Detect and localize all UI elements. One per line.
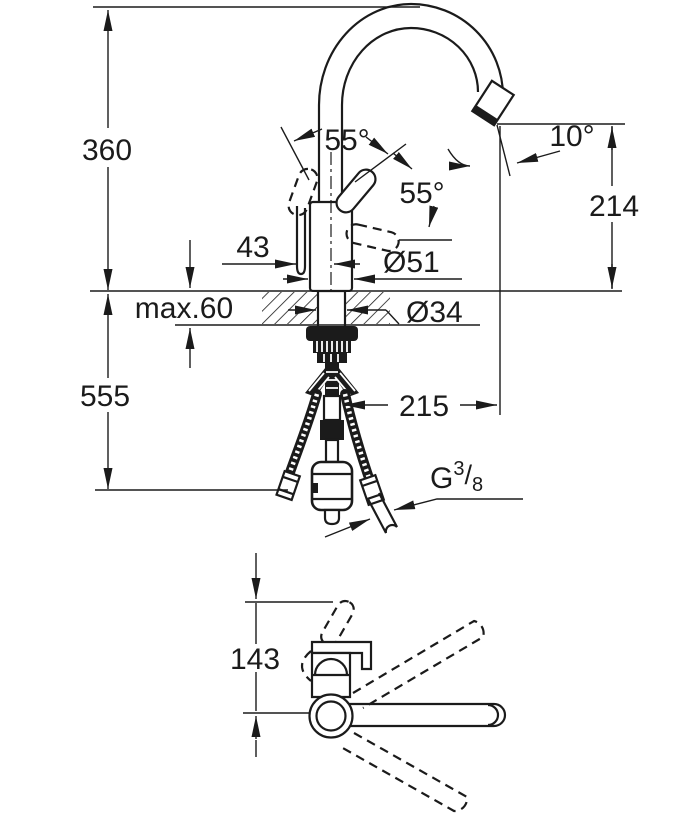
- angle-55-side-label: 55°: [399, 177, 444, 210]
- top-spout-tip-inner: [487, 703, 500, 727]
- counter-section: [90, 290, 622, 326]
- shank-flange: [306, 326, 358, 341]
- hose-fitting-right: [358, 473, 386, 507]
- lever-swing-dashed-arc: [300, 650, 312, 682]
- lever-open: [335, 168, 377, 214]
- top-spout: [349, 702, 507, 728]
- shank-through-deck: [316, 291, 347, 326]
- hose-fitting-left: [275, 469, 302, 502]
- dim-214-label: 214: [589, 190, 639, 223]
- spout-outer-arc: [317, 2, 505, 106]
- under-counter-assembly: [275, 326, 398, 534]
- top-body-dome: [313, 657, 349, 676]
- mounting-collar: [317, 353, 347, 363]
- lever-dashed-left: [287, 167, 319, 217]
- dim-215-label: 215: [399, 390, 449, 423]
- hose-thread-tube: [367, 492, 398, 534]
- top-view: [243, 553, 507, 813]
- angle-55-top-label: 55°: [324, 124, 369, 157]
- thread-prefix: G: [430, 462, 453, 495]
- front-view-faucet: [287, 2, 516, 293]
- spray-angle-line: [496, 124, 511, 177]
- lever-closed-outline: [295, 206, 307, 276]
- swivel-joint-inner: [315, 700, 347, 732]
- weight-clip: [312, 483, 318, 493]
- hose-end-cap: [323, 508, 341, 526]
- spout-riser: [317, 105, 344, 203]
- pullout-hose-lower: [324, 438, 340, 464]
- dim-43-label: 43: [236, 231, 269, 264]
- top-spout-dashed-up: [352, 619, 485, 709]
- deck-hatch-left: [262, 292, 318, 324]
- dim-dia34-label: Ø34: [406, 296, 463, 329]
- top-lever-dashed: [320, 599, 355, 647]
- spout-inner-arc: [340, 26, 480, 106]
- dim-555-label: 555: [80, 380, 130, 413]
- dim-max60-label: max.60: [135, 292, 233, 325]
- thread-denominator: 8: [472, 474, 483, 496]
- dim-143-label: 143: [230, 643, 280, 676]
- dim-dia51-label: Ø51: [383, 246, 440, 279]
- top-spout-dashed-down: [340, 732, 469, 813]
- lever-dashed-right: [345, 223, 400, 253]
- angle-10-label: 10°: [549, 120, 594, 153]
- aerator: [470, 79, 516, 127]
- thread-numerator: 3: [453, 458, 464, 480]
- front-view-dimensions: [93, 6, 625, 538]
- thread-g38-label: G3/8: [430, 458, 483, 496]
- pullout-hose-upper: [322, 394, 342, 422]
- thread-slash: /: [464, 460, 472, 490]
- hose-coupling: [320, 420, 344, 440]
- dimension-labels: 360 555 max.60 43 Ø51 Ø34 55° 55° 10° 21…: [80, 120, 639, 676]
- dim-360-label: 360: [82, 134, 132, 167]
- deck-hatch-right: [345, 292, 390, 324]
